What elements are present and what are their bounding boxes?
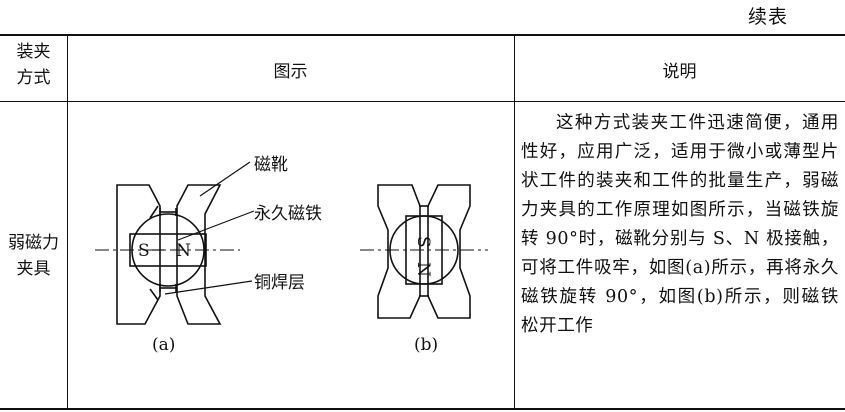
column-divider-2 [514, 35, 515, 409]
caption-b: (b) [414, 335, 438, 355]
pole-s-b: S [413, 236, 433, 248]
table-bottom-rule [0, 408, 845, 410]
header-figure: 图示 [273, 62, 308, 82]
pole-n-a: N [176, 241, 191, 261]
header-description: 说明 [662, 62, 697, 82]
method-cell: 弱磁力 夹具 [8, 233, 59, 279]
table-top-rule [0, 34, 845, 36]
column-divider-1 [67, 35, 68, 409]
pole-s-a: S [138, 241, 150, 261]
label-magnetic-shoe: 磁靴 [254, 155, 288, 175]
label-permanent-magnet: 永久磁铁 [254, 204, 322, 224]
header-divider [0, 101, 845, 102]
header-method: 装夹 方式 [16, 42, 51, 88]
pole-n-b: N [413, 262, 433, 277]
magnetic-fixture-figure: 磁靴 永久磁铁 铜焊层 S N S N (a) (b) [95, 155, 488, 355]
description-text: 这种方式装夹工件迅速简便，通用性好，应用广泛，适用于微小或薄型片状工件的装夹和工… [521, 113, 839, 336]
continued-label: 续表 [748, 6, 789, 28]
label-copper-weld: 铜焊层 [254, 273, 305, 293]
description-cell: 这种方式装夹工件迅速简便，通用性好，应用广泛，适用于微小或薄型片状工件的装夹和工… [521, 109, 839, 341]
caption-a: (a) [152, 335, 175, 355]
